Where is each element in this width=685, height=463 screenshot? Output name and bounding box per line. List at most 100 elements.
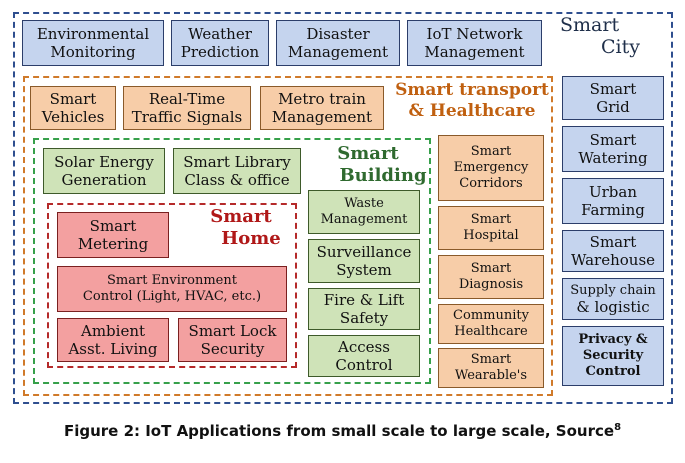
weather-prediction-box: Weather Prediction (171, 20, 269, 66)
urban-farming-box: Urban Farming (562, 178, 664, 224)
smart-home-title: Smart Home (186, 206, 296, 250)
metro-train-management-box: Metro train Management (260, 86, 384, 130)
box-line: Smart (470, 212, 512, 227)
box-line: Disaster (306, 25, 370, 43)
smart-building-region (33, 138, 431, 384)
box-line: Smart (49, 90, 97, 108)
box-line: Monitoring (50, 43, 136, 61)
box-line: Waste (344, 196, 384, 211)
box-line: Healthcare (454, 324, 528, 339)
box-line: Safety (339, 309, 389, 327)
access-control-box: Access Control (308, 335, 420, 377)
real-time-traffic-signals-box: Real-Time Traffic Signals (123, 86, 251, 130)
box-line: Watering (578, 149, 648, 167)
figure-caption: Figure 2: IoT Applications from small sc… (0, 422, 685, 440)
box-line: Real-Time (148, 90, 226, 108)
box-line: Warehouse (570, 251, 656, 269)
smart-city-region (13, 12, 673, 404)
box-line: Asst. Living (68, 340, 158, 358)
smart-city-title: Smart City (560, 14, 640, 58)
box-line: Corridors (459, 176, 523, 191)
box-line: Control (Light, HVAC, etc.) (82, 289, 262, 304)
box-line: Smart (589, 131, 637, 149)
solar-energy-generation-box: Solar Energy Generation (43, 148, 165, 194)
box-line: Community (453, 308, 529, 323)
box-line: Environmental (36, 25, 150, 43)
box-line: Farming (581, 201, 645, 219)
box-line: Prediction (180, 43, 260, 61)
box-line: Weather (188, 25, 252, 43)
figure-caption-text: Figure 2: IoT Applications from small sc… (63, 422, 615, 440)
box-line: Grid (596, 98, 630, 116)
community-healthcare-box: Community Healthcare (438, 304, 544, 344)
smart-transport-title: Smart transport & Healthcare (392, 80, 552, 122)
fire-lift-safety-box: Fire & Lift Safety (308, 288, 420, 330)
box-line: Diagnosis (458, 277, 524, 292)
box-line: & logistic (576, 298, 650, 316)
box-line: Ambient (80, 322, 146, 340)
box-line: Metro train (278, 90, 366, 108)
iot-network-management-box: IoT Network Management (407, 20, 542, 66)
box-line: Hospital (463, 228, 519, 243)
box-line: Smart (470, 352, 512, 367)
box-line: Control (585, 364, 641, 379)
box-line: Security (582, 348, 644, 363)
smart-watering-box: Smart Watering (562, 126, 664, 172)
box-line: Management (320, 212, 408, 227)
smart-wearables-box: Smart Wearable's (438, 348, 544, 388)
smart-vehicles-box: Smart Vehicles (30, 86, 116, 130)
smart-environment-control-box: Smart Environment Control (Light, HVAC, … (57, 266, 287, 312)
box-line: Control (335, 356, 393, 374)
smart-home-region (47, 203, 297, 368)
box-line: Wearable's (454, 368, 528, 383)
smart-building-title: Smart Building (308, 143, 428, 187)
ambient-assisted-living-box: Ambient Asst. Living (57, 318, 169, 362)
box-line: Smart Environment (107, 273, 237, 288)
surveillance-system-box: Surveillance System (308, 239, 420, 283)
box-line: Smart (589, 233, 637, 251)
supply-chain-logistic-box: Supply chain & logistic (562, 278, 664, 320)
smart-city-title-line2: City (601, 36, 640, 58)
box-line: Urban (588, 183, 638, 201)
box-line: Vehicles (41, 108, 105, 126)
smart-warehouse-box: Smart Warehouse (562, 230, 664, 272)
smart-home-title-line2: Home (221, 228, 281, 249)
smart-transport-title-line1: Smart transport (395, 80, 549, 100)
box-line: Traffic Signals (131, 108, 243, 126)
box-line: Management (287, 43, 389, 61)
box-line: Supply chain (570, 283, 656, 298)
box-line: Emergency (453, 160, 529, 175)
privacy-security-control-box: Privacy & Security Control (562, 326, 664, 386)
box-line: Smart (89, 217, 137, 235)
smart-metering-box: Smart Metering (57, 212, 169, 258)
smart-building-title-line2: Building (339, 165, 427, 186)
environmental-monitoring-box: Environmental Monitoring (22, 20, 164, 66)
figure-caption-reference: 8 (614, 422, 622, 433)
smart-hospital-box: Smart Hospital (438, 206, 544, 250)
box-line: Smart (470, 261, 512, 276)
smart-city-title-line1: Smart (560, 14, 620, 36)
box-line: Management (271, 108, 373, 126)
smart-library-class-office-box: Smart Library Class & office (173, 148, 301, 194)
box-line: Security (200, 340, 265, 358)
box-line: Smart (589, 80, 637, 98)
smart-grid-box: Smart Grid (562, 76, 664, 120)
box-line: Smart Library (183, 153, 291, 171)
box-line: Surveillance (316, 243, 412, 261)
smart-building-title-line1: Smart (337, 143, 399, 164)
waste-management-box: Waste Management (308, 190, 420, 234)
box-line: Fire & Lift (323, 291, 405, 309)
smart-transport-healthcare-region (23, 76, 553, 396)
box-line: Metering (77, 235, 149, 253)
box-line: Privacy & (578, 332, 648, 347)
smart-transport-title-line2: & Healthcare (408, 101, 536, 121)
smart-diagnosis-box: Smart Diagnosis (438, 255, 544, 299)
box-line: Solar Energy (54, 153, 154, 171)
box-line: Smart (470, 144, 512, 159)
box-line: Class & office (184, 171, 290, 189)
box-line: System (336, 261, 392, 279)
smart-emergency-corridors-box: Smart Emergency Corridors (438, 135, 544, 201)
box-line: Management (424, 43, 525, 61)
box-line: Generation (61, 171, 147, 189)
box-line: IoT Network (426, 25, 523, 43)
